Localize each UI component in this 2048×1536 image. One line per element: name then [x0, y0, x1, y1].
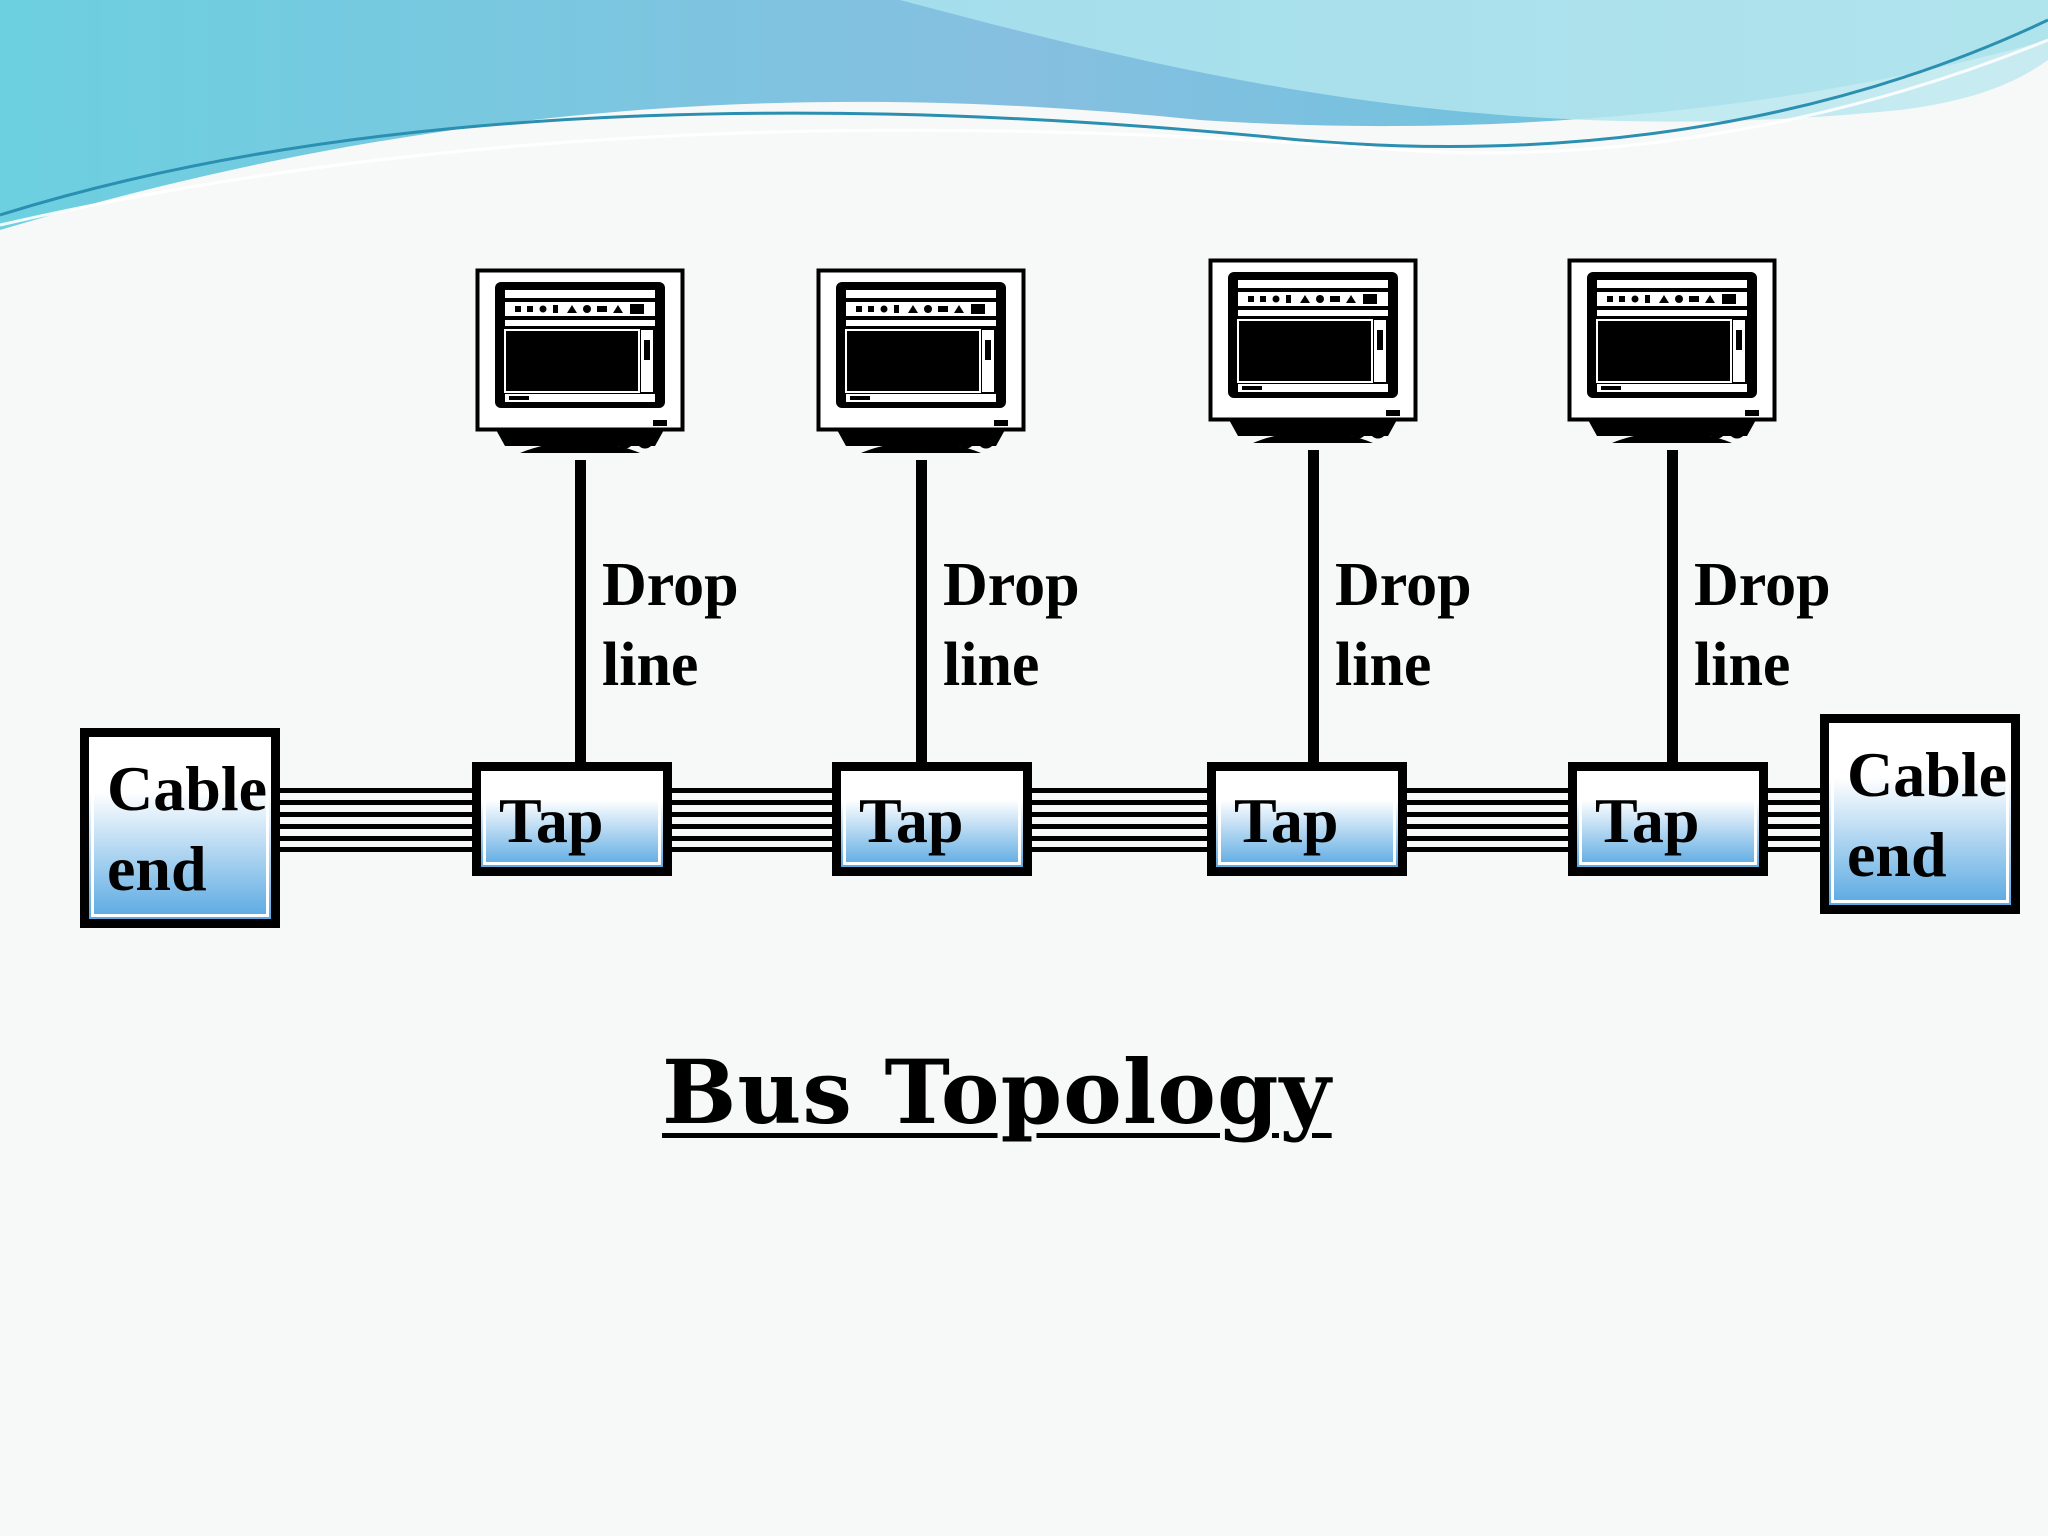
tap-box: Tap: [472, 762, 672, 876]
drop-line: [575, 460, 586, 772]
drop-line-label-line2: line: [1694, 631, 1791, 699]
diagram-title: Bus Topology: [662, 1040, 1332, 1144]
drop-line-label: Drop line: [602, 545, 739, 705]
drop-line-label-line1: Drop: [943, 551, 1080, 619]
cable-end-label-line2: end: [107, 833, 207, 904]
cable-end-label-line1: Cable: [1847, 739, 2007, 810]
computer-icon: [816, 268, 1026, 473]
tap-label: Tap: [859, 785, 964, 856]
drop-line: [916, 460, 927, 772]
cable-end-label-line2: end: [1847, 819, 1947, 890]
tap-box: Tap: [832, 762, 1032, 876]
drop-line-label-line2: line: [1335, 631, 1432, 699]
computer-icon: [1208, 258, 1418, 463]
tap-label: Tap: [1234, 785, 1339, 856]
drop-line: [1667, 450, 1678, 772]
drop-line-label-line1: Drop: [602, 551, 739, 619]
tap-box: Tap: [1207, 762, 1407, 876]
drop-line-label-line1: Drop: [1694, 551, 1831, 619]
computer-icon: [1567, 258, 1777, 463]
cable-end-left: Cable end: [80, 728, 280, 928]
drop-line-label: Drop line: [1335, 545, 1472, 705]
drop-line-label: Drop line: [1694, 545, 1831, 705]
header-wave-decoration: [0, 0, 2048, 230]
cable-end-label-line1: Cable: [107, 753, 267, 824]
tap-box: Tap: [1568, 762, 1768, 876]
computer-icon: [475, 268, 685, 473]
drop-line-label-line2: line: [943, 631, 1040, 699]
tap-label: Tap: [499, 785, 604, 856]
drop-line: [1308, 450, 1319, 772]
tap-label: Tap: [1595, 785, 1700, 856]
bus-cable: [270, 788, 1830, 852]
drop-line-label-line2: line: [602, 631, 699, 699]
drop-line-label: Drop line: [943, 545, 1080, 705]
drop-line-label-line1: Drop: [1335, 551, 1472, 619]
cable-end-right: Cable end: [1820, 714, 2020, 914]
